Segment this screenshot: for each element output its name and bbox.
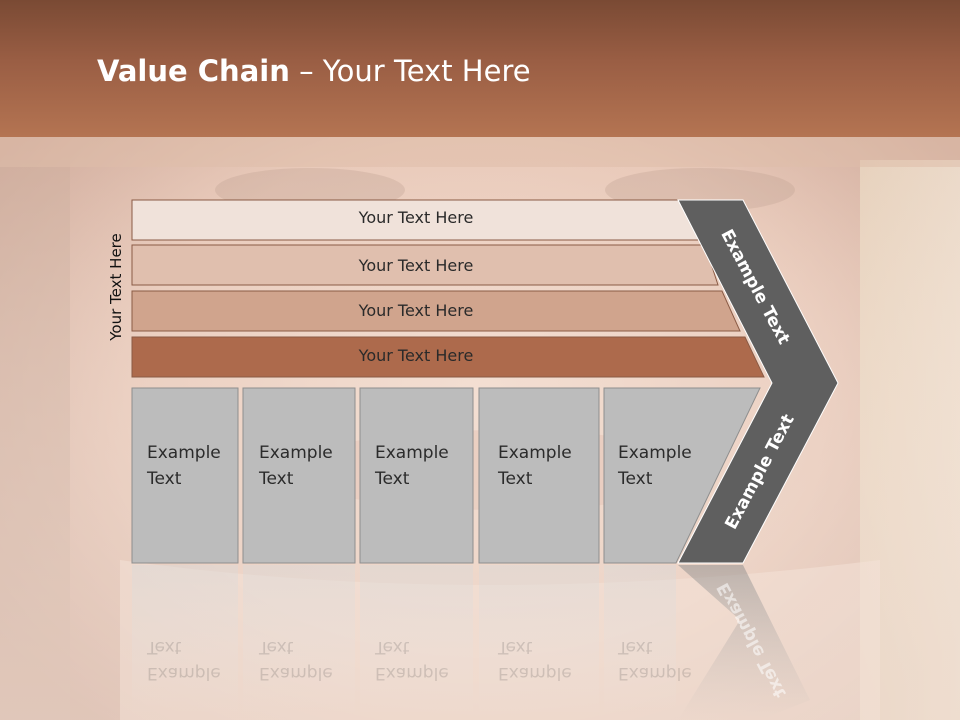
cell-reflection-1-line1: Example (147, 663, 221, 683)
cell-text-2-line2: Text (259, 469, 294, 489)
chevron-arrow-reflection (678, 565, 810, 720)
cell-text-5-line2: Text (618, 469, 653, 489)
cell-text-1-line2: Text (147, 469, 182, 489)
cell-text-3-line1: Example (375, 443, 449, 463)
cell-reflection-5-line2: Text (618, 637, 653, 657)
chevron-arrow (677, 199, 839, 564)
layer-label-2: Your Text Here (358, 256, 474, 275)
cell-text-2-line1: Example (259, 443, 333, 463)
title-bar (0, 0, 960, 137)
cell-text-3-line2: Text (375, 469, 410, 489)
cell-box-5 (603, 387, 761, 564)
cell-reflection-3-line2: Text (375, 637, 410, 657)
cell-box-reflection-4 (479, 565, 599, 715)
page-title: Value Chain – Your Text Here (97, 54, 531, 88)
cell-reflection-2: Example Text (259, 634, 333, 686)
layer-label-1: Your Text Here (358, 208, 474, 227)
layer-label-3: Your Text Here (358, 301, 474, 320)
page-title-bold: Value Chain (97, 54, 290, 88)
cell-reflection-4: Example Text (498, 634, 572, 686)
cell-box-reflection-1 (132, 565, 238, 715)
cell-box-2 (242, 387, 356, 564)
cell-reflection-3-line1: Example (375, 663, 449, 683)
cell-reflection-4-line1: Example (498, 663, 572, 683)
cell-reflection-3: Example Text (375, 634, 449, 686)
cell-reflection-2-line1: Example (259, 663, 333, 683)
cell-box-1 (131, 387, 239, 564)
cell-text-1-line1: Example (147, 443, 221, 463)
layer-label-4: Your Text Here (358, 346, 474, 365)
layer-bar-3 (131, 290, 741, 332)
side-label-text: Your Text Here (107, 233, 125, 341)
cell-reflection-5-line1: Example (618, 663, 692, 683)
cell-text-5-line1: Example (618, 443, 692, 463)
layer-bar-2 (131, 244, 719, 286)
title-band (0, 137, 960, 167)
cell-box-4 (478, 387, 600, 564)
cell-reflection-2-line2: Text (259, 637, 294, 657)
cell-text-4-line2: Text (498, 469, 533, 489)
cell-box-reflection-3 (360, 565, 473, 715)
cell-box-reflection-5 (604, 565, 676, 715)
cell-reflection-4-line2: Text (498, 637, 533, 657)
cell-reflection-5: Example Text (618, 634, 692, 686)
cell-text-4-line1: Example (498, 443, 572, 463)
page-title-rest: – Your Text Here (289, 54, 531, 88)
layer-bar-4 (131, 336, 765, 378)
cell-box-3 (359, 387, 474, 564)
cell-box-reflection-2 (243, 565, 355, 715)
cell-reflection-1-line2: Text (147, 637, 182, 657)
cell-reflection-1: Example Text (147, 634, 221, 686)
